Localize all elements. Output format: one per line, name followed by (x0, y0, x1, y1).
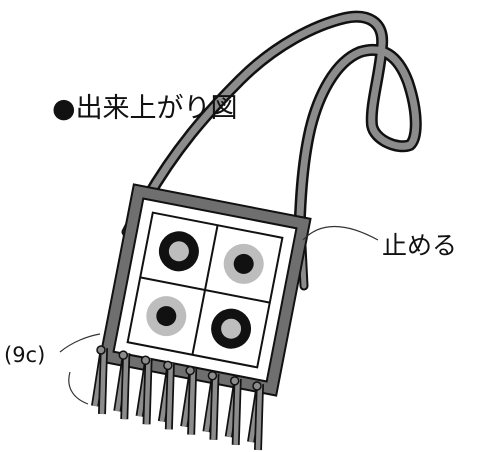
svg-text:●出来上がり図: ●出来上がり図 (52, 93, 238, 124)
fringe-knot (185, 365, 195, 376)
fringe-knot (96, 345, 106, 355)
tile-bottom-right (211, 308, 252, 349)
fringe-strand (224, 376, 242, 445)
fringe-knot (252, 381, 262, 391)
fringe-strand (113, 350, 131, 420)
fringe-strand (91, 345, 108, 415)
tile-dot (233, 253, 254, 274)
fringe-strand (180, 365, 198, 435)
fringe-knot (163, 360, 173, 371)
title-bullet: ● (52, 93, 76, 124)
fringe-strand (157, 360, 175, 430)
shoulder-strap (140, 10, 422, 251)
fringe-knot (140, 355, 151, 366)
tile-top-left (158, 231, 199, 272)
tile-divider-horizontal (140, 276, 270, 304)
fringe-strand (247, 381, 264, 451)
fringe-knot (229, 376, 240, 386)
length-leader-top (59, 333, 101, 353)
fringe-knot (207, 370, 218, 381)
tile-dot (221, 318, 242, 339)
tile-dot (156, 306, 177, 327)
diagram-title: 出来上がり図 (76, 93, 238, 124)
bag-body (98, 183, 312, 397)
fasten-label: 止める (382, 231, 457, 260)
tile-top-right (223, 243, 264, 284)
fasten-leader-line (302, 225, 379, 241)
length-label: (9c) (4, 343, 45, 367)
tile-bottom-left (146, 296, 187, 337)
tile-dot (168, 241, 189, 262)
fringe-strand (202, 370, 220, 440)
fringe-knot (118, 350, 129, 360)
fringe (91, 345, 264, 451)
length-leader-bottom (68, 371, 89, 405)
fringe-strand (135, 355, 153, 425)
